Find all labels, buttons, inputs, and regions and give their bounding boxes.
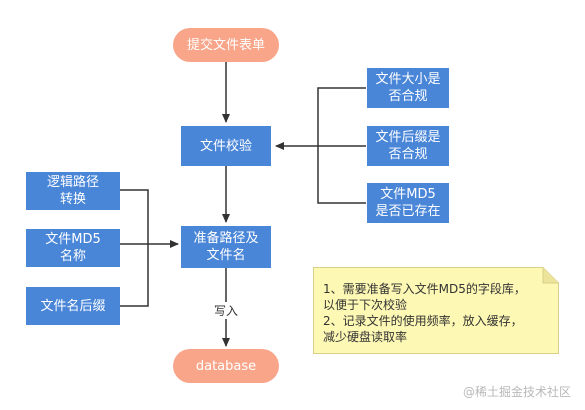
edge-suffix-name-bracket xyxy=(120,244,149,307)
annotation-note: 1、需要准备写入文件MD5的字段库， 以便于下次校验 2、记录文件的使用频率，放… xyxy=(313,267,559,354)
note-line-1: 1、需要准备写入文件MD5的字段库， 以便于下次校验 xyxy=(323,282,526,312)
edge-logic-path-bracket xyxy=(120,189,149,244)
edge-md5-check-bracket xyxy=(317,146,366,204)
md5-check-node: 文件MD5 是否已存在 xyxy=(367,183,449,223)
file-check-node: 文件校验 xyxy=(181,126,271,166)
watermark: @稀土掘金技术社区 xyxy=(462,385,571,399)
suffix-name-node: 文件名后缀 xyxy=(26,287,120,325)
write-edge-label: 写入 xyxy=(212,302,241,319)
md5-name-node: 文件MD5 名称 xyxy=(26,229,120,267)
database-node: database xyxy=(173,349,279,383)
size-check-node: 文件大小是 否合规 xyxy=(367,68,449,108)
note-line-2: 2、记录文件的使用频率，放入缓存， 减少硬盘读取率 xyxy=(323,314,523,344)
suffix-check-node: 文件后缀是 否合规 xyxy=(367,126,449,166)
note-shape xyxy=(313,267,559,354)
logic-path-node: 逻辑路径 转换 xyxy=(26,172,120,210)
prepare-path-node: 准备路径及 文件名 xyxy=(181,226,271,268)
note-text: 1、需要准备写入文件MD5的字段库， 以便于下次校验 2、记录文件的使用频率，放… xyxy=(323,281,553,345)
submit-form-node: 提交文件表单 xyxy=(173,28,279,62)
edge-size-check-bracket xyxy=(317,87,366,146)
